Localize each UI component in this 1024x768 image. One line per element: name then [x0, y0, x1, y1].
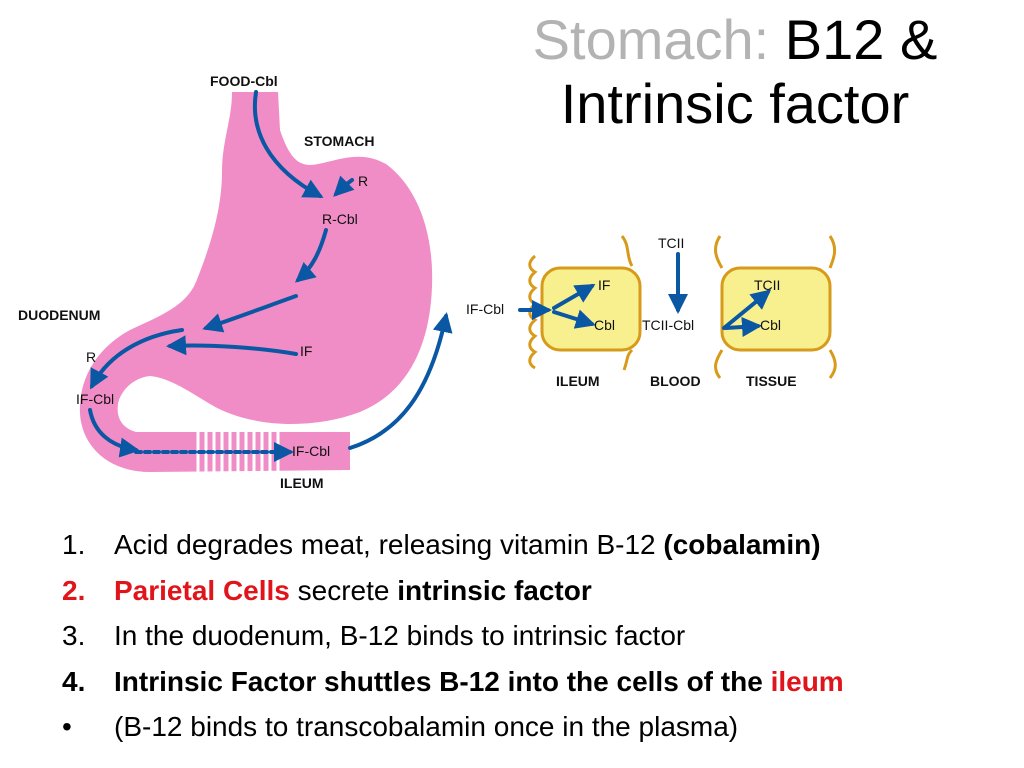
- step-bullet-part-1: (B-12 binds to transcobalamin once in th…: [114, 711, 739, 742]
- label-ileum-gut: ILEUM: [280, 475, 324, 491]
- step-2-number: 2.: [62, 574, 86, 606]
- label-blood-panel: BLOOD: [650, 373, 701, 389]
- arrow-to-cbl: [552, 309, 596, 329]
- label-r-stomach: R: [358, 173, 368, 189]
- label-r-cbl: R-Cbl: [322, 211, 358, 227]
- label-if-cbl-ileum: IF-Cbl: [292, 443, 330, 459]
- title-line2: Intrinsic factor: [560, 72, 910, 135]
- step-4: 4. Intrinsic Factor shuttles B-12 into t…: [62, 659, 1022, 705]
- label-if-cbl-arrow: IF-Cbl: [466, 301, 504, 317]
- step-1-number: 1.: [62, 529, 86, 560]
- label-cbl-tissue: Cbl: [760, 317, 781, 333]
- step-bullet: • (B-12 binds to transcobalamin once in …: [62, 704, 1022, 750]
- label-r-duodenum: R: [86, 349, 96, 365]
- arrow-to-tcii-tissue: [722, 289, 772, 330]
- step-bullet-text: (B-12 binds to transcobalamin once in th…: [114, 704, 738, 750]
- step-3-number: 3.: [62, 620, 86, 651]
- step-1: 1. Acid degrades meat, releasing vitamin…: [62, 522, 1022, 568]
- label-tissue-panel: TISSUE: [746, 373, 797, 389]
- title-prefix: Stomach:: [532, 8, 770, 71]
- slide-title: Stomach: B12 & Intrinsic factor: [455, 8, 1015, 136]
- label-ileum-panel: ILEUM: [556, 373, 600, 389]
- b12-absorption-diagram: FOOD-Cbl STOMACH R R-Cbl DUODENUM R IF I…: [18, 73, 837, 491]
- label-tcii-cbl: TCII-Cbl: [642, 317, 694, 333]
- step-2-part-1: Parietal Cells: [114, 574, 290, 606]
- label-duodenum: DUODENUM: [18, 307, 100, 323]
- label-stomach: STOMACH: [304, 133, 375, 149]
- label-food-cbl: FOOD-Cbl: [210, 73, 278, 89]
- step-1-text: Acid degrades meat, releasing vitamin B-…: [114, 522, 821, 568]
- step-bullet-marker: •: [62, 711, 72, 742]
- arrow-if-cbl-down: [88, 408, 140, 458]
- step-2-part-2: secrete: [289, 574, 398, 606]
- step-4-part-1: Intrinsic Factor shuttles B-12 into the …: [114, 665, 771, 697]
- title-line1: B12 &: [784, 8, 938, 71]
- diagram-labels: FOOD-Cbl STOMACH R R-Cbl DUODENUM R IF I…: [18, 73, 797, 491]
- step-3-part-1: In the duodenum, B-12 binds to intrinsic…: [114, 620, 686, 651]
- stomach-organ: [79, 92, 433, 472]
- label-if-stomach: IF: [300, 343, 312, 359]
- step-2-text: Parietal Cells secrete intrinsic factor: [114, 568, 592, 614]
- label-if-cbl-duodenum: IF-Cbl: [76, 391, 114, 407]
- label-tcii-top: TCII: [658, 235, 684, 251]
- ileum-cell: [528, 235, 642, 371]
- arrow-r: [333, 175, 355, 197]
- step-1-part-2: (cobalamin): [663, 529, 821, 560]
- step-1-part-1: Acid degrades meat, releasing vitamin B-…: [114, 529, 664, 560]
- step-2-part-3: intrinsic factor: [397, 574, 592, 606]
- arrow-to-if: [552, 283, 596, 310]
- step-3-text: In the duodenum, B-12 binds to intrinsic…: [114, 613, 685, 659]
- arrow-food-to-stomach: [253, 90, 324, 198]
- label-tcii-tissue: TCII: [754, 277, 780, 293]
- arrow-to-ileum-cell: [348, 312, 453, 450]
- label-if-cell: IF: [598, 277, 610, 293]
- label-cbl-ileum: Cbl: [594, 317, 615, 333]
- arrow-to-duodenum: [202, 294, 298, 333]
- steps-list: 1. Acid degrades meat, releasing vitamin…: [62, 522, 1022, 750]
- step-4-part-2: ileum: [770, 665, 844, 697]
- arrow-if: [166, 335, 298, 356]
- tissue-cell: [714, 235, 837, 379]
- step-4-text: Intrinsic Factor shuttles B-12 into the …: [114, 659, 844, 705]
- arrow-to-cbl-tissue: [724, 317, 762, 337]
- step-3: 3. In the duodenum, B-12 binds to intrin…: [62, 613, 1022, 659]
- arrow-duodenum-down: [90, 328, 184, 390]
- step-4-number: 4.: [62, 665, 86, 697]
- step-2: 2. Parietal Cells secrete intrinsic fact…: [62, 568, 1022, 614]
- flow-arrows: [88, 90, 772, 462]
- arrow-r-cbl-down: [294, 228, 328, 283]
